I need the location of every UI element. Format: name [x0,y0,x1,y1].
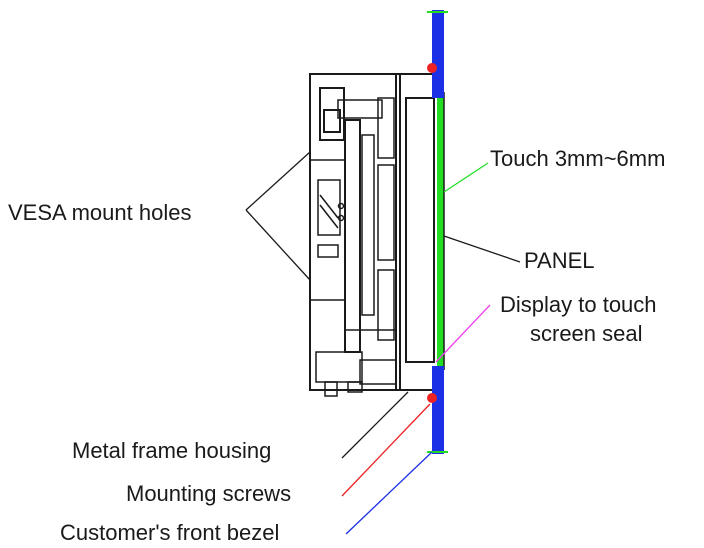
label-customer-front-bezel: Customer's front bezel [60,520,279,545]
front-bezel-top [432,10,444,98]
mounting-screw-bottom [427,393,437,403]
label-seal-line1: Display to touch [500,292,657,317]
label-seal-line2: screen seal [530,321,643,346]
leader-lines [245,151,521,535]
label-vesa-mount-holes: VESA mount holes [8,200,191,225]
touch-layer [437,90,444,372]
label-touch-thickness: Touch 3mm~6mm [490,146,665,171]
label-panel: PANEL [524,248,595,273]
front-bezel-bottom [432,366,444,454]
label-mounting-screws: Mounting screws [126,481,291,506]
mounting-screw-top [427,63,437,73]
metal-frame-housing [309,73,439,397]
label-metal-frame-housing: Metal frame housing [72,438,271,463]
